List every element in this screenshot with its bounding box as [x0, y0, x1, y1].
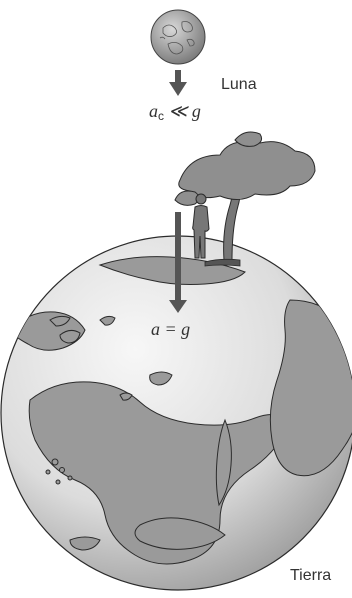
moon-icon	[151, 10, 205, 64]
moon-label: Luna	[221, 76, 257, 93]
moon-acceleration-arrow	[169, 70, 187, 96]
moon-acceleration-label: ac ≪ g	[149, 101, 201, 123]
earth-acceleration-label: a = g	[151, 319, 190, 339]
earth-label: Tierra	[290, 567, 331, 584]
